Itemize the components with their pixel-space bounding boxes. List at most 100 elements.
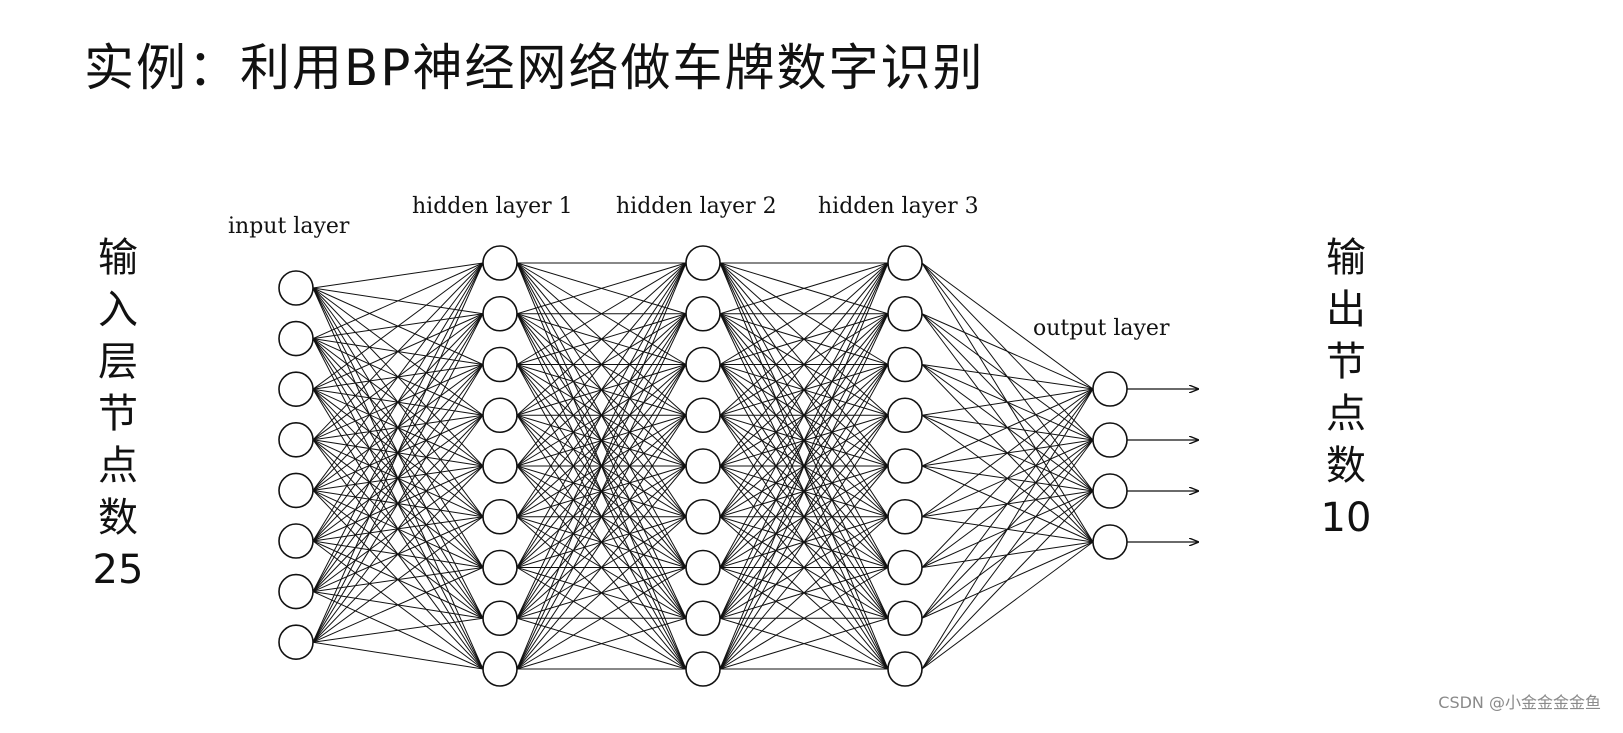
layer-4-node xyxy=(887,600,923,637)
layer-5-node xyxy=(1092,422,1128,458)
layer-1-node xyxy=(278,421,314,458)
input-label-char: 节 xyxy=(98,391,138,437)
connection-line xyxy=(719,262,889,670)
input-label-char: 输 xyxy=(98,235,138,281)
connection-line xyxy=(516,567,687,670)
connection-line xyxy=(312,262,484,441)
layer-4-node xyxy=(887,295,923,332)
connection-line xyxy=(516,262,687,365)
layer-1-node xyxy=(278,523,314,559)
connection-line xyxy=(921,388,1094,619)
layer-1-node xyxy=(278,573,314,610)
connection-line xyxy=(719,262,889,416)
connection-line xyxy=(312,414,484,643)
output-node-count-label: 输 出 节 点 数 10 xyxy=(1316,232,1376,544)
output-node-count: 10 xyxy=(1320,495,1372,541)
connection-line xyxy=(719,313,889,670)
connection-line xyxy=(921,388,1094,670)
layer-1-node xyxy=(278,371,314,408)
connection-line xyxy=(921,490,1094,670)
connection-line xyxy=(312,262,484,289)
layer-5-node xyxy=(1092,524,1128,560)
connection-line xyxy=(719,617,889,670)
layer-label: input layer xyxy=(228,214,350,239)
layer-1-node xyxy=(278,320,314,357)
layer-label: hidden layer 2 xyxy=(616,194,777,219)
layer-4-node xyxy=(887,346,923,383)
connection-line xyxy=(516,262,687,670)
connection-line xyxy=(719,262,889,619)
connections-group xyxy=(312,262,1094,670)
connection-line xyxy=(516,262,687,568)
connection-line xyxy=(719,262,889,315)
connection-line xyxy=(312,262,484,390)
connection-line xyxy=(312,567,484,643)
connection-line xyxy=(312,262,484,592)
connection-line xyxy=(516,313,687,670)
output-label-char: 节 xyxy=(1326,339,1366,385)
connection-line xyxy=(719,262,889,568)
layer-2-node xyxy=(482,600,518,637)
connection-line xyxy=(719,364,889,670)
connection-line xyxy=(516,364,687,670)
connection-line xyxy=(921,388,1094,568)
connection-line xyxy=(516,262,687,315)
layer-4-node xyxy=(887,498,923,535)
nodes-group xyxy=(278,245,1128,687)
connection-line xyxy=(921,388,1094,467)
page-title: 实例：利用BP神经网络做车牌数字识别 xyxy=(84,39,985,97)
connection-line xyxy=(312,465,484,643)
connection-line xyxy=(516,465,687,670)
connection-line xyxy=(312,364,484,643)
connection-line xyxy=(312,516,484,643)
layer-3-node xyxy=(685,245,721,281)
connection-line xyxy=(312,262,484,491)
output-arrows-group xyxy=(1127,389,1198,542)
layer-4-node xyxy=(887,397,923,434)
connection-line xyxy=(719,262,889,365)
layer-label: hidden layer 3 xyxy=(818,194,979,219)
layer-2-node xyxy=(482,295,518,332)
input-label-char: 层 xyxy=(98,339,138,385)
connection-line xyxy=(921,541,1094,670)
output-label-char: 点 xyxy=(1326,391,1366,437)
connection-line xyxy=(516,262,687,619)
connection-line xyxy=(516,262,687,518)
layer-2-node xyxy=(482,549,518,586)
layer-1-node xyxy=(278,624,314,661)
connection-line xyxy=(516,414,687,670)
layer-2-node xyxy=(482,498,518,535)
connection-line xyxy=(921,262,1094,390)
watermark: CSDN @小金金金金鱼 xyxy=(1438,693,1601,712)
connection-line xyxy=(921,388,1094,518)
output-label-char: 出 xyxy=(1326,287,1366,333)
layer-1-node xyxy=(278,270,314,306)
layer-4-node xyxy=(887,448,923,484)
layer-2-node xyxy=(482,346,518,383)
layer-2-node xyxy=(482,397,518,434)
layer-label: output layer xyxy=(1033,316,1170,341)
connection-line xyxy=(312,262,484,542)
layer-5-node xyxy=(1092,371,1128,407)
layer-4-node xyxy=(887,549,923,586)
layer-2-node xyxy=(482,245,518,281)
connection-line xyxy=(516,516,687,670)
connection-line xyxy=(719,567,889,670)
layer-3-node xyxy=(685,651,721,687)
connection-line xyxy=(516,262,687,467)
connection-line xyxy=(719,465,889,670)
connection-line xyxy=(719,414,889,670)
layer-3-node xyxy=(685,549,721,586)
connection-line xyxy=(921,313,1094,390)
input-label-char: 数 xyxy=(98,495,138,541)
input-node-count-label: 输 入 层 节 点 数 25 xyxy=(88,232,148,596)
connection-line xyxy=(921,439,1094,670)
layer-3-node xyxy=(685,397,721,434)
layer-3-node xyxy=(685,295,721,332)
connection-line xyxy=(312,262,484,643)
layer-3-node xyxy=(685,448,721,484)
layer-label: hidden layer 1 xyxy=(412,194,573,219)
layer-4-node xyxy=(887,245,923,281)
connection-line xyxy=(921,364,1094,390)
layer-2-node xyxy=(482,448,518,484)
